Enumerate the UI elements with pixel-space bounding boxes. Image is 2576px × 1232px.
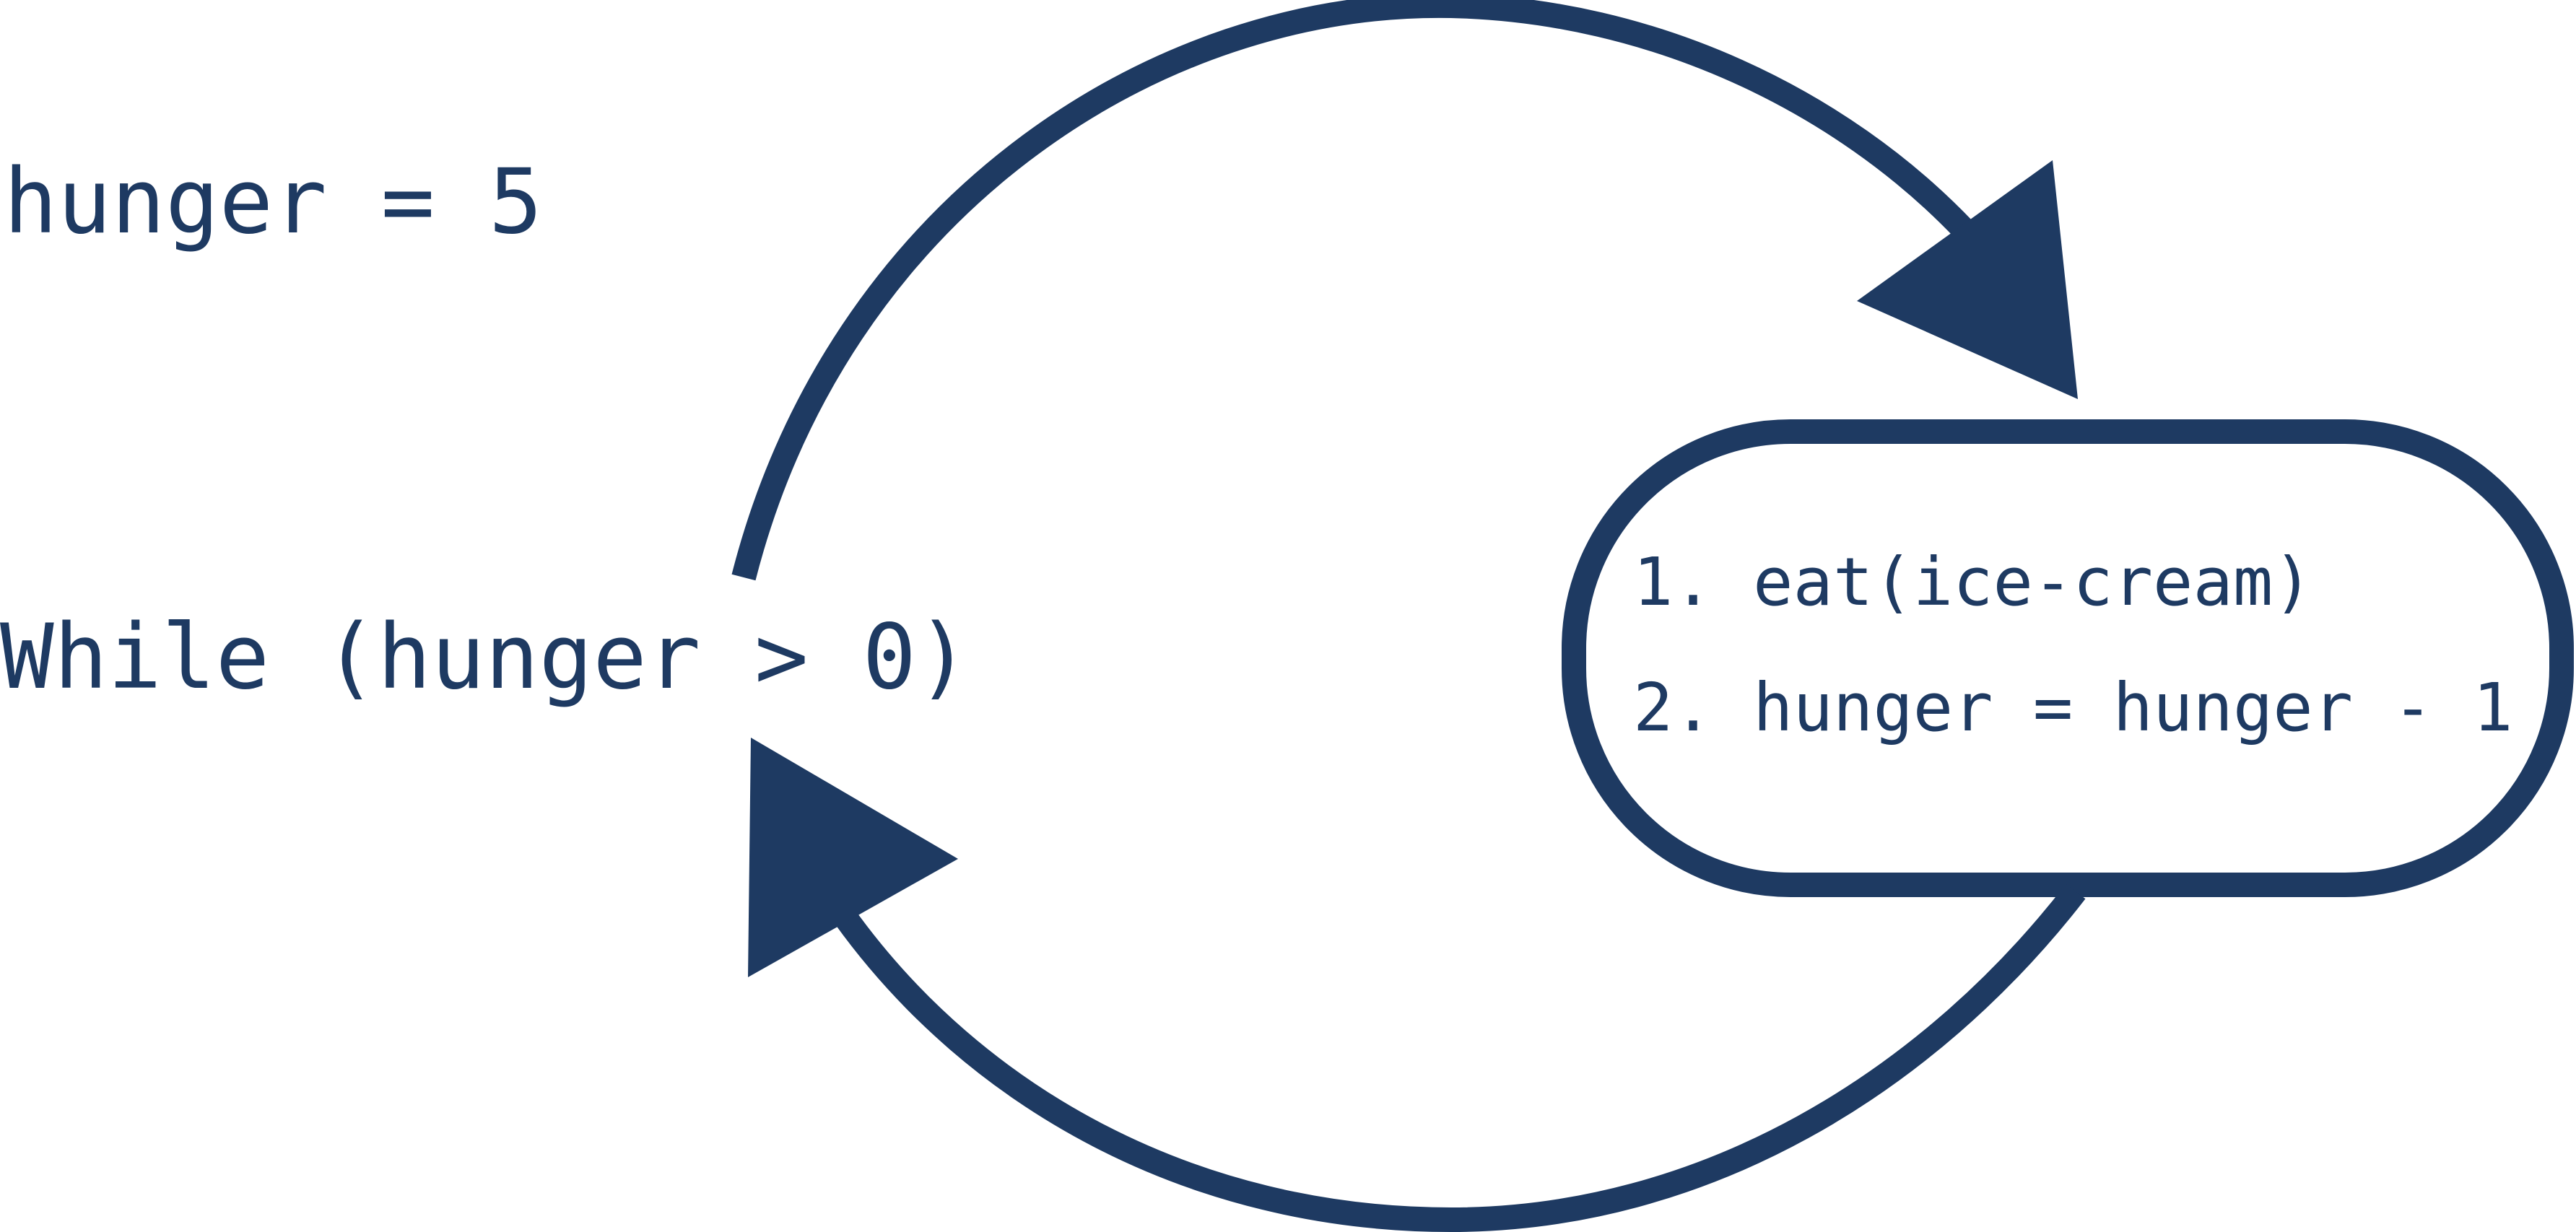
loop-body-step-2: 2. hunger = hunger - 1 — [1633, 669, 2513, 746]
arrow-to-condition-head — [748, 738, 958, 977]
loop-body-box — [1562, 419, 2574, 897]
init-statement: hunger = 5 — [4, 150, 543, 254]
loop-condition: While (hunger > 0) — [0, 606, 970, 709]
arrow-to-body-head — [1857, 160, 2078, 399]
arrow-to-body-arc — [731, 0, 1973, 581]
loop-body-step-1: 1. eat(ice-cream) — [1633, 543, 2313, 621]
arrow-to-condition-arc — [835, 883, 2086, 1232]
